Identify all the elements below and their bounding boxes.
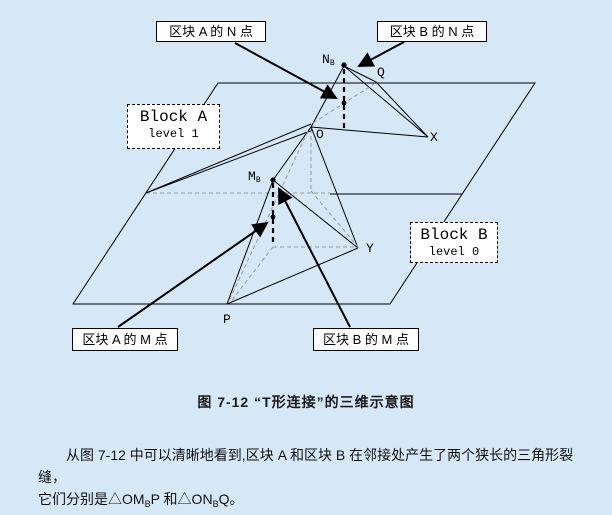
point-label-p: P xyxy=(223,312,231,327)
block-a-surface-edges xyxy=(145,123,314,194)
edge-line xyxy=(343,65,429,138)
figure-caption: 图 7-12 “T形连接”的三维示意图 xyxy=(197,394,415,410)
vertex-dot-nb xyxy=(341,62,347,68)
point-label-o: O xyxy=(316,127,324,142)
arrow-block-b-m xyxy=(278,187,351,328)
hidden-edge-o-p xyxy=(228,130,309,302)
n-spike-edges xyxy=(310,65,429,138)
edge-line xyxy=(145,123,312,194)
block-a-box: Block A level 1 xyxy=(127,104,220,149)
block-a-level: level 1 xyxy=(148,127,199,141)
figure-7-12: 区块 A 的 N 点 区块 B 的 N 点 区块 A 的 M 点 区块 B 的 … xyxy=(38,21,573,509)
callout-block-b-n-point: 区块 B 的 N 点 xyxy=(377,21,487,42)
paragraph-line2-seg3: Q。 xyxy=(218,491,244,507)
t-junction-wireframe xyxy=(72,41,536,328)
block-b-title: Block B xyxy=(420,226,488,244)
arrow-block-a-m xyxy=(117,221,269,328)
edge-line xyxy=(310,126,359,249)
point-label-x: X xyxy=(430,130,438,145)
point-label-mb: MB xyxy=(248,170,261,187)
point-label-n-sub: B xyxy=(329,59,335,68)
point-label-n-main: N xyxy=(322,52,330,67)
terrain-outline-polygon xyxy=(72,82,536,305)
vertex-dot-mb xyxy=(270,177,276,183)
vertex-dot-ma xyxy=(270,214,276,220)
block-b-level: level 0 xyxy=(428,245,480,259)
hidden-edge-base xyxy=(310,190,359,248)
edge-line xyxy=(226,247,359,305)
edge-line xyxy=(226,179,274,305)
crack-gap-dashed xyxy=(271,69,346,246)
point-label-m-main: M xyxy=(248,169,256,184)
body-paragraph: 从图 7-12 中可以清晰地看到,区块 A 和区块 B 在邻接处产生了两个狭长的… xyxy=(0,444,612,515)
edge-line xyxy=(343,65,377,83)
point-label-m-sub: B xyxy=(255,176,261,185)
point-label-nb: NB xyxy=(322,53,335,70)
edge-line xyxy=(145,129,314,194)
edge-line xyxy=(310,65,345,128)
vertex-dots xyxy=(270,62,347,220)
paragraph-line2-seg2: P 和△ON xyxy=(150,491,213,507)
paragraph-line1: 从图 7-12 中可以清晰地看到,区块 A 和区块 B 在邻接处产生了两个狭长的… xyxy=(38,447,574,485)
callout-arrows xyxy=(117,41,405,328)
point-label-q: Q xyxy=(377,65,385,80)
point-label-y: Y xyxy=(366,241,374,256)
edge-line xyxy=(272,126,312,181)
block-a-title: Block A xyxy=(139,108,208,126)
vertex-dot-na xyxy=(341,100,347,106)
callout-block-a-m-point: 区块 A 的 M 点 xyxy=(72,328,178,351)
block-b-box: Block B level 0 xyxy=(410,222,498,263)
callout-block-a-n-point: 区块 A 的 N 点 xyxy=(156,21,266,42)
edge-line xyxy=(310,126,429,138)
arrow-block-b-n xyxy=(357,41,405,67)
callout-block-b-m-point: 区块 B 的 M 点 xyxy=(313,328,419,351)
edge-line xyxy=(375,81,429,138)
paragraph-line2-seg1: 它们分别是△OM xyxy=(38,491,145,507)
arrow-block-a-n xyxy=(234,42,338,99)
terrain-outline xyxy=(72,82,536,305)
